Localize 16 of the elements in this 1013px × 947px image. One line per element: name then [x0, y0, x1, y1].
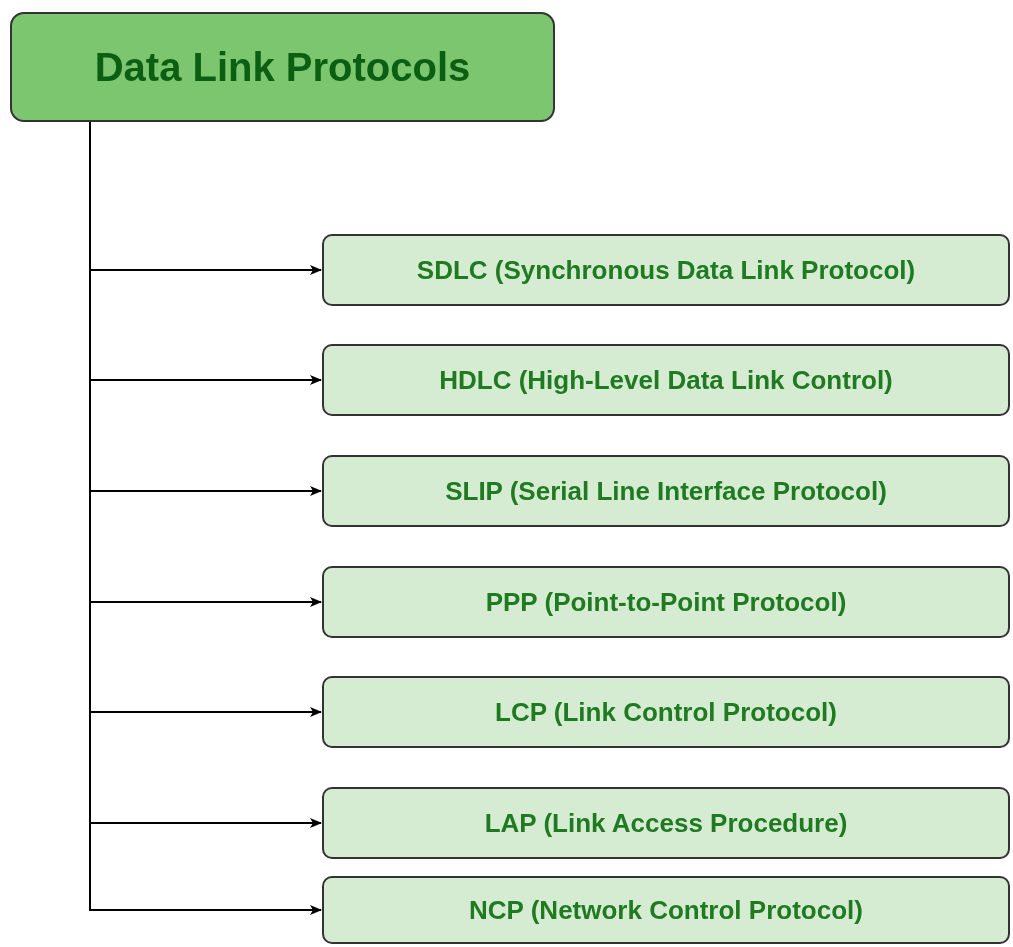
protocol-label: NCP (Network Control Protocol) [469, 893, 863, 927]
protocol-label: SDLC (Synchronous Data Link Protocol) [416, 253, 916, 287]
protocol-label: HDLC (High-Level Data Link Control) [439, 363, 893, 397]
protocol-box [322, 344, 1010, 416]
protocol-label: SLIP (Serial Line Interface Protocol) [445, 474, 887, 508]
protocol-box [322, 787, 1010, 859]
protocol-label: LCP (Link Control Protocol) [495, 695, 837, 729]
protocol-label: LAP (Link Access Procedure) [484, 806, 848, 840]
protocol-box [322, 455, 1010, 527]
title-text: Data Link Protocols [94, 44, 471, 91]
protocol-box [322, 566, 1010, 638]
root-box [10, 12, 555, 122]
protocol-box [322, 676, 1010, 748]
protocol-label: PPP (Point-to-Point Protocol) [485, 585, 847, 619]
protocol-box [322, 876, 1010, 944]
protocol-box [322, 234, 1010, 306]
